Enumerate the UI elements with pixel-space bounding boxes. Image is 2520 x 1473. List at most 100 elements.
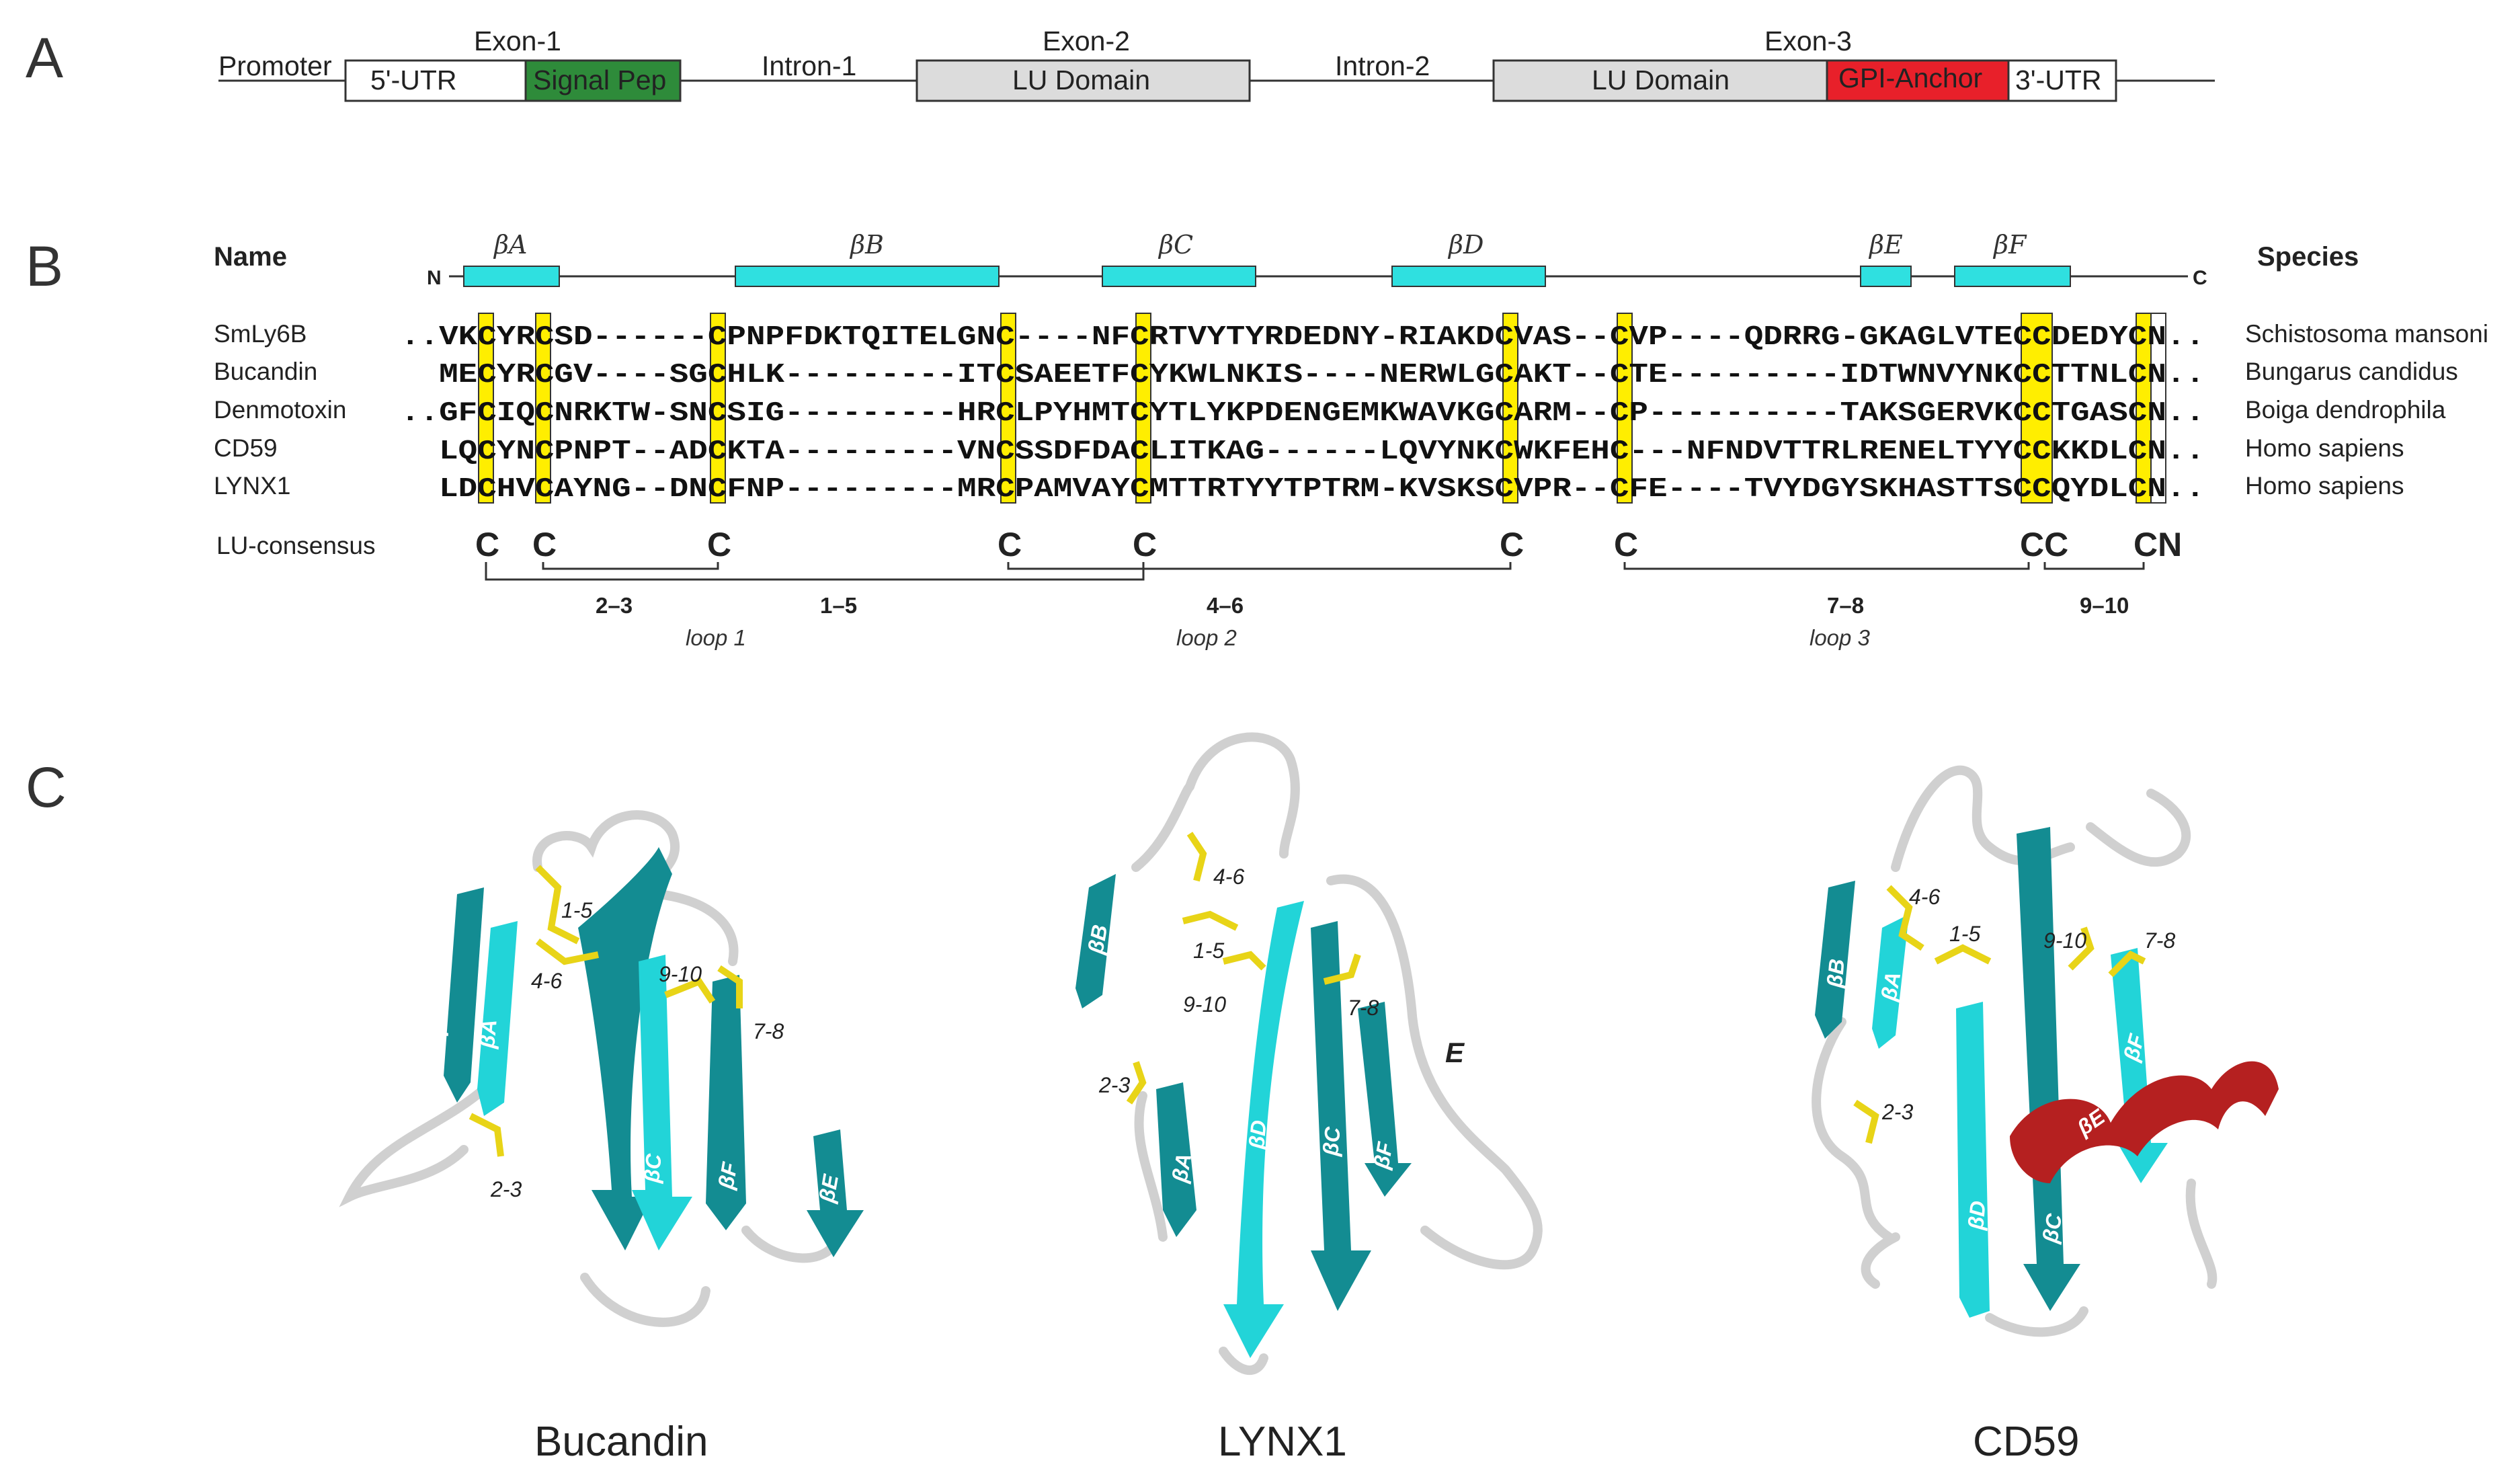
seq-species-0: Schistosoma mansoni	[2245, 320, 2488, 348]
bucandin-coil	[339, 810, 845, 1327]
lynx1-ann-1-5: 1-5	[1193, 939, 1224, 963]
bucandin-bond-1-5	[535, 865, 580, 945]
bucandin-bond-2-3	[469, 1113, 504, 1157]
cd59-strand-d	[1956, 1002, 1990, 1318]
intron1-label: Intron-1	[762, 50, 856, 81]
alignment: SmLy6B ..VKCYRCSD------CPNPFDKTQITELGNC-…	[214, 320, 2488, 505]
cys-column-3	[710, 313, 726, 504]
cd59-ann-2-3: 2-3	[1881, 1100, 1913, 1124]
lynx1-strand-label-f: βF	[1369, 1140, 1397, 1171]
consensus-c4: C	[998, 526, 1022, 563]
lynx1-bond-7-8	[1323, 953, 1361, 985]
lynx1-strand-label-b: βB	[1083, 923, 1112, 957]
lynx1-strand-label-c: βC	[1318, 1125, 1345, 1158]
lynx1-strand-f	[1358, 1002, 1412, 1197]
bucandin-strand-label-c: βC	[639, 1152, 666, 1185]
cysteine-columns	[478, 313, 2166, 504]
cys-column-4	[1000, 313, 1016, 504]
n-terminus-label: N	[427, 267, 442, 289]
cd59-strand-label-d: βD	[1963, 1200, 1990, 1232]
cd59-ann-7-8: 7-8	[2144, 928, 2175, 953]
lynx1-bond-2-3	[1126, 1061, 1147, 1105]
bucandin-strand-f	[706, 975, 746, 1230]
strand-label-e: βE	[1868, 230, 1903, 260]
cd59-strand-label-b: βB	[1822, 958, 1849, 990]
bucandin-strand-label-f: βF	[713, 1160, 742, 1191]
cys-column-8	[2021, 313, 2053, 504]
bucandin-ann-1-5: 1-5	[561, 898, 592, 922]
gpi-anchor-label: GPI-Anchor	[1838, 63, 1982, 93]
consensus-cc: CC	[2020, 526, 2068, 563]
strand-label-b: βB	[849, 230, 884, 260]
cys-column-5	[1135, 313, 1151, 504]
strand-bar-a	[463, 266, 560, 287]
bucandin-ann-2-3: 2-3	[490, 1177, 522, 1201]
exon2-lu-label: LU Domain	[1012, 65, 1150, 95]
bucandin-bond-9-10	[664, 977, 716, 1004]
lynx1-strand-b	[1075, 874, 1116, 1008]
panel-c-letter: C	[26, 756, 67, 819]
lynx1-strand-c	[1311, 921, 1371, 1311]
panel-b: B Name Species N C βA βB βC βD βE βF	[26, 230, 2488, 650]
bond-label-1-5: 1–5	[820, 593, 857, 618]
utr3-box	[2007, 59, 2117, 102]
bond-label-4-6: 4–6	[1207, 593, 1244, 618]
bracket-4-6	[1007, 562, 1512, 570]
strand-bar-b	[735, 266, 1000, 287]
cys-column-7	[1617, 313, 1633, 504]
bond-labels: 2–3 1–5 4–6 7–8 9–10	[596, 593, 2129, 618]
bond-label-2-3: 2–3	[596, 593, 633, 618]
intron2-label: Intron-2	[1335, 50, 1430, 81]
cys-column-1	[478, 313, 494, 504]
cd59-ann-9-10: 9-10	[2043, 928, 2086, 953]
exon2-lu-box	[916, 59, 1251, 102]
seq-name-0: SmLy6B	[214, 320, 307, 348]
lynx1-strand-label-a: βA	[1167, 1152, 1196, 1185]
lynx1-ann-7-8: 7-8	[1348, 996, 1379, 1020]
cd59-strand-a	[1872, 914, 1909, 1049]
cd59-helix	[2010, 1061, 2279, 1183]
strand-label-d: βD	[1447, 230, 1483, 260]
lynx1-ann-2-3: 2-3	[1098, 1073, 1130, 1097]
seq-species-4: Homo sapiens	[2245, 472, 2404, 500]
structure-bucandin: βB βA βD βC βF βE 1-5 4-6 9-10 7-8 2-3 B…	[339, 810, 864, 1465]
bracket-1-5	[485, 562, 1145, 581]
utr3-label: 3'-UTR	[2015, 65, 2102, 95]
cd59-bond-1-5	[1934, 944, 1992, 965]
cys-column-6	[1502, 313, 1518, 504]
lynx1-coil	[1131, 732, 1543, 1376]
bucandin-disulfides	[469, 865, 743, 1157]
seq-name-4: LYNX1	[214, 472, 291, 500]
lynx1-ann-4-6: 4-6	[1213, 865, 1244, 889]
strand-bars	[463, 266, 2071, 287]
cd59-ann-1-5: 1-5	[1949, 922, 1980, 946]
exon1-label: Exon-1	[474, 26, 561, 56]
strand-bar-e	[1860, 266, 1912, 287]
seq-4: LDCHVCAYNG--DNCFNP---------MRCPAMVAYCMTT…	[401, 474, 2205, 505]
loop-label-1: loop 1	[686, 625, 746, 650]
lynx1-strand-a	[1156, 1082, 1196, 1237]
bond-label-7-8: 7–8	[1827, 593, 1864, 618]
bucandin-strand-b	[444, 887, 484, 1103]
cd59-strand-c	[2017, 827, 2080, 1311]
bucandin-strand-a	[477, 921, 518, 1116]
exon3-lu-label: LU Domain	[1592, 65, 1730, 95]
name-header: Name	[214, 242, 287, 272]
consensus-c1: C	[475, 526, 499, 563]
loop-labels: loop 1 loop 2 loop 3	[686, 625, 1871, 650]
strand-label-f: βF	[1992, 230, 2027, 260]
strand-bar-d	[1391, 266, 1546, 287]
bucandin-strand-c	[632, 955, 692, 1250]
structure-cd59: βB βA βD βC βF βE 4-6 1-5 9-10 7-8 2-3 C…	[1812, 765, 2279, 1465]
utr5-label: 5'-UTR	[370, 65, 457, 95]
cd59-strand-label-a: βA	[1876, 970, 1905, 1004]
consensus-cn: CN	[2133, 526, 2182, 563]
bucandin-ann-4-6: 4-6	[531, 969, 562, 993]
consensus-label: LU-consensus	[216, 532, 376, 559]
panel-a: A Promoter Exon-1 5'-UTR Signal Pep Intr…	[26, 26, 2215, 102]
seq-species-2: Boiga dendrophila	[2245, 396, 2446, 424]
disulfide-brackets	[485, 562, 2145, 581]
cys-column-2	[535, 313, 551, 504]
cd59-ann-4-6: 4-6	[1909, 885, 1940, 909]
seq-name-2: Denmotoxin	[214, 396, 346, 424]
